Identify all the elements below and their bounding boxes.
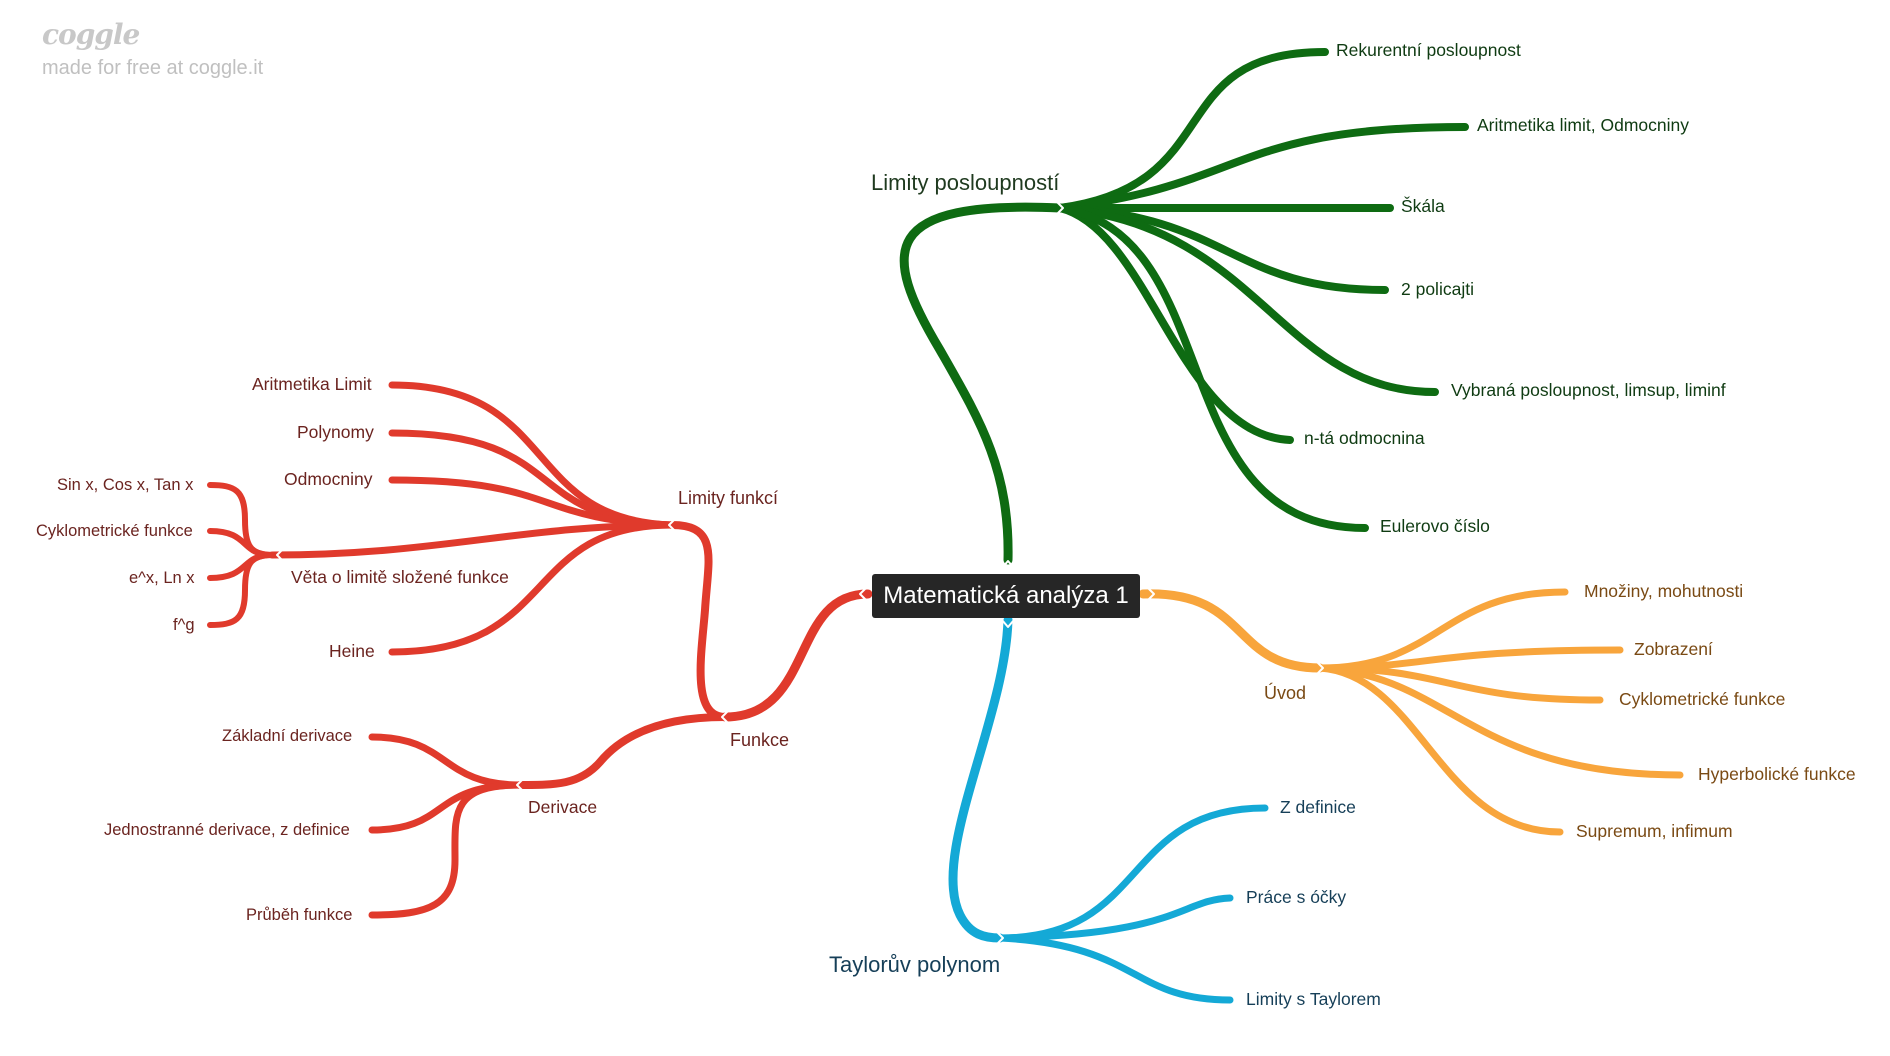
blue-branch xyxy=(948,615,1269,1004)
chevron-root-top-icon xyxy=(1001,560,1015,569)
node-limity-s-taylorem[interactable]: Limity s Taylorem xyxy=(1246,989,1381,1009)
chevron-taylor-icon xyxy=(996,931,1004,945)
node-zobrazeni[interactable]: Zobrazení xyxy=(1634,639,1713,659)
node-eulerovo-cislo[interactable]: Eulerovo číslo xyxy=(1380,516,1490,536)
node-cyklometricke-funkce-veta[interactable]: Cyklometrické funkce xyxy=(36,522,193,540)
node-aritmetika-limit[interactable]: Aritmetika Limit xyxy=(252,374,372,394)
coggle-logo: coggle xyxy=(42,18,140,51)
edge-root-funkce xyxy=(720,589,873,722)
chevron-veta-icon xyxy=(276,548,284,562)
edge-odmocniny xyxy=(388,476,676,529)
edge-funkce-derivace xyxy=(516,713,729,789)
node-veta-o-limite[interactable]: Věta o limitě složené funkce xyxy=(291,567,509,587)
node-prace-s-ocky[interactable]: Práce s óčky xyxy=(1246,887,1347,907)
chevron-root-left-icon xyxy=(859,587,867,601)
node-heine[interactable]: Heine xyxy=(329,641,375,661)
node-aritmetika-limit-odmocniny[interactable]: Aritmetika limit, Odmocniny xyxy=(1477,115,1689,135)
node-skala[interactable]: Škála xyxy=(1401,196,1445,216)
edge-root-taylor xyxy=(948,615,1013,943)
node-rekurentni-posloupnost[interactable]: Rekurentní posloupnost xyxy=(1336,40,1521,60)
edge-aritmetika-limit-odmocniny xyxy=(1056,123,1469,212)
node-taylorov-polynom[interactable]: Taylorův polynom xyxy=(829,952,1001,977)
root-node[interactable]: Matematická analýza 1 xyxy=(872,574,1140,618)
edge-jednostranne-derivace xyxy=(368,781,524,834)
edge-hyperbolicke-funkce xyxy=(1316,664,1684,779)
brand: coggle made for free at coggle.it xyxy=(42,18,263,80)
node-z-definice[interactable]: Z definice xyxy=(1280,797,1356,817)
orange-branch xyxy=(1138,588,1684,836)
chevron-uvod-icon xyxy=(1316,661,1324,675)
node-n-ta-odmocnina[interactable]: n-tá odmocnina xyxy=(1304,428,1425,448)
edge-root-limity-posloupnosti xyxy=(899,202,1065,565)
edge-supremum-infimum xyxy=(1316,664,1564,836)
node-polynomy[interactable]: Polynomy xyxy=(297,422,374,442)
edge-2-policajti xyxy=(1056,204,1389,294)
edge-funkce-limity-funkci xyxy=(668,521,729,721)
node-funkce[interactable]: Funkce xyxy=(730,730,790,750)
node-limity-funkci[interactable]: Limity funkcí xyxy=(678,488,779,508)
chevron-funkce-icon xyxy=(721,710,729,724)
edge-aritmetika-limit xyxy=(388,381,676,529)
node-cyklometricke-funkce-uvod[interactable]: Cyklometrické funkce xyxy=(1619,689,1786,709)
node-vybrana-posloupnost[interactable]: Vybraná posloupnost, limsup, liminf xyxy=(1451,380,1726,400)
node-prubeh-funkce[interactable]: Průběh funkce xyxy=(246,906,353,924)
edge-rekurentni xyxy=(1056,48,1329,212)
edge-cyklometricke-funkce-veta xyxy=(207,528,275,558)
node-odmocniny[interactable]: Odmocniny xyxy=(284,469,373,489)
node-hyperbolicke-funkce[interactable]: Hyperbolické funkce xyxy=(1698,764,1856,784)
chevron-root-bottom-icon xyxy=(1001,619,1015,628)
node-derivace[interactable]: Derivace xyxy=(528,797,598,817)
edge-eulerovo-cislo xyxy=(1056,204,1369,532)
edge-prubeh-funkce xyxy=(368,781,524,919)
edge-limity-s-taylorem xyxy=(996,934,1234,1004)
chevron-root-right-icon xyxy=(1147,587,1155,601)
edge-prace-s-ocky xyxy=(996,894,1234,942)
node-supremum-infimum[interactable]: Supremum, infimum xyxy=(1576,821,1733,841)
edge-zakladni-derivace xyxy=(368,733,524,789)
node-ex-lnx[interactable]: e^x, Ln x xyxy=(129,569,195,587)
node-fg[interactable]: f^g xyxy=(173,616,195,634)
edge-n-ta-odmocnina xyxy=(1056,204,1294,444)
edge-root-uvod xyxy=(1138,589,1325,673)
node-zakladni-derivace[interactable]: Základní derivace xyxy=(222,727,353,745)
node-mnoziny-mohutnosti[interactable]: Množiny, mohutnosti xyxy=(1584,581,1744,601)
edge-fg xyxy=(207,552,275,628)
red-branch xyxy=(207,381,873,919)
node-jednostranne-derivace[interactable]: Jednostranné derivace, z definice xyxy=(104,821,350,839)
edge-z-definice xyxy=(996,804,1269,942)
node-2-policajti[interactable]: 2 policajti xyxy=(1401,279,1474,299)
edge-cyklometricke-funkce-uvod xyxy=(1316,664,1604,704)
node-limity-posloupnosti[interactable]: Limity posloupností xyxy=(871,170,1060,195)
edge-sin-cos-tan xyxy=(207,482,275,558)
node-uvod[interactable]: Úvod xyxy=(1264,683,1307,703)
green-branch xyxy=(899,48,1469,565)
hub-chevrons xyxy=(276,201,1324,945)
edge-zobrazeni xyxy=(1316,646,1624,672)
chevron-limity-posloupnosti-icon xyxy=(1056,201,1064,215)
edge-veta xyxy=(268,521,676,559)
brand-tagline: made for free at coggle.it xyxy=(42,57,264,79)
edge-vybrana-posloupnost xyxy=(1056,204,1439,396)
chevron-limity-funkci-icon xyxy=(668,518,676,532)
edge-heine xyxy=(388,521,676,656)
chevron-derivace-icon xyxy=(516,778,524,792)
node-sin-cos-tan[interactable]: Sin x, Cos x, Tan x xyxy=(57,476,194,494)
